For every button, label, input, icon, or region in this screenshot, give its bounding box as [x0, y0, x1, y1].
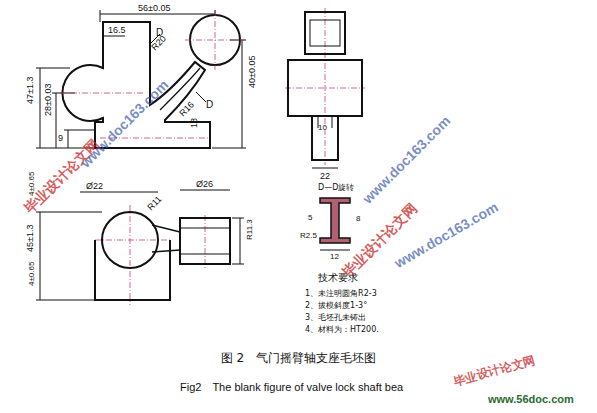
dimension-label: R2.5	[300, 232, 317, 240]
watermark: www.doc163.com	[78, 77, 171, 170]
dimension-label: 5	[308, 214, 312, 222]
watermark: 毕业设计论文网	[340, 201, 419, 280]
figure-caption: 图 2 气门摇臂轴支座毛坯图	[0, 352, 597, 364]
side-view	[288, 12, 362, 168]
bottom-view	[36, 190, 244, 300]
technical-note: 1、未注明圆角R2-3	[305, 290, 377, 298]
technical-note: 3、毛坯孔未铸出	[305, 314, 366, 322]
dimension-label: Ø26	[196, 180, 213, 189]
dimension-label: R11	[146, 195, 164, 213]
dimension-label: 10	[318, 124, 327, 132]
dimension-label: D	[156, 28, 163, 38]
dimension-label: 28±0.03	[44, 84, 53, 116]
dimension-label: R11.3	[246, 219, 254, 240]
dimension-lines	[36, 10, 246, 148]
dimension-label: R16	[178, 100, 196, 118]
section-view	[320, 198, 350, 250]
technical-note: 2、拔模斜度1-3°	[305, 302, 367, 310]
watermark: www.doc163.com	[360, 113, 453, 206]
center-lines	[60, 8, 365, 305]
dimension-label: 18	[190, 118, 199, 128]
dimension-label: D	[206, 100, 213, 110]
front-view	[62, 15, 240, 148]
dimension-label: 40±0.05	[248, 56, 257, 88]
watermark: www.56doc.com	[488, 394, 574, 405]
technical-note: 4、材料为：HT200.	[305, 326, 379, 334]
dimension-label: Ø22	[86, 182, 103, 191]
dimension-label: D—D旋转	[318, 184, 354, 192]
watermark: 毕业设计论文网	[452, 354, 536, 387]
dimension-label: 8	[356, 215, 360, 223]
dimension-label: 4±0.65	[28, 262, 36, 286]
dimension-label: 12	[330, 253, 339, 261]
dimension-label: Fig2 The blank figure of valve lock shaf…	[180, 382, 403, 393]
dimension-label: 16.5	[108, 26, 126, 35]
dimension-label: 9	[58, 134, 63, 143]
dimension-label: 47±1.3	[26, 77, 35, 104]
dimension-label: 45±1.3	[26, 225, 35, 252]
dimension-label: 56±0.05	[138, 4, 170, 13]
dimension-label: 22	[320, 172, 330, 181]
